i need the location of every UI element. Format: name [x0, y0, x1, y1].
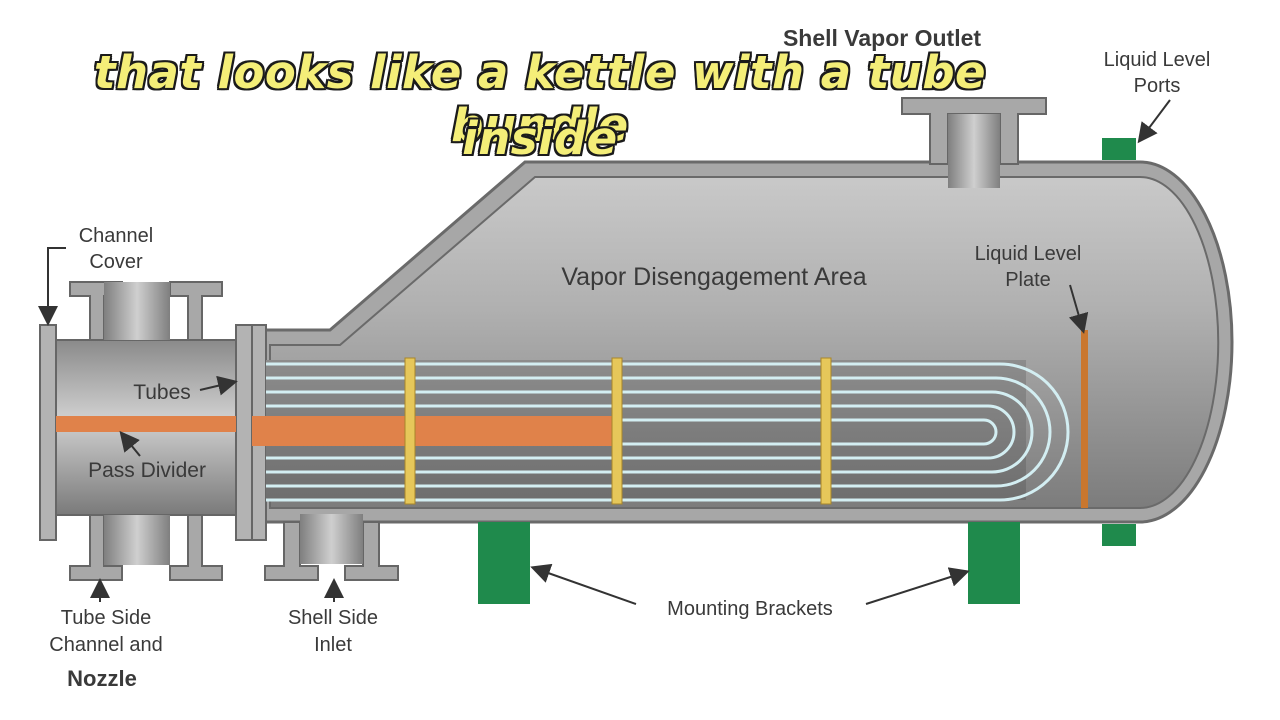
tube-side-label-2: Channel and [49, 634, 162, 656]
pass-divider-label: Pass Divider [88, 459, 206, 482]
channel-cover-arrow [38, 247, 66, 326]
tubes-arrow [199, 375, 238, 396]
tube-side-label-3: Nozzle [67, 666, 137, 691]
baffle-3 [820, 357, 832, 505]
liquid-level-port-top [1102, 138, 1136, 160]
liquid-level-plate-label-2: Plate [1005, 269, 1051, 291]
liquid-level-plate-arrow [1068, 284, 1089, 334]
baffle-2 [611, 357, 623, 505]
subtitle-line-1: that looks like a kettle with a tube bun… [93, 46, 987, 152]
channel-cover-label-1: Channel [79, 225, 154, 247]
leader-arrows [38, 99, 1171, 605]
mounting-bracket-left [478, 522, 530, 604]
channel-cover-flange [39, 324, 57, 541]
liquid-level-ports-label-1: Liquid Level [1104, 49, 1211, 71]
liquid-level-plate-label-1: Liquid Level [975, 243, 1082, 265]
shell-side-inlet-label-2: Inlet [314, 634, 352, 656]
baffle-1 [404, 357, 416, 505]
shell-vapor-outlet-label: Shell Vapor Outlet [783, 25, 981, 51]
channel-cover-label-2: Cover [89, 251, 143, 273]
pass-divider-bundle [252, 416, 616, 446]
shell-side-inlet-nozzle [264, 514, 399, 581]
tubesheet-flange-left [235, 324, 253, 541]
subtitle-line-2: inside [462, 112, 618, 165]
liquid-level-port-bottom [1102, 524, 1136, 546]
mounting-bracket-left-arrow [530, 563, 637, 605]
liquid-level-ports-label-2: Ports [1134, 75, 1181, 97]
shell-vapor-outlet-nozzle [901, 97, 1047, 188]
pass-divider-channel [56, 416, 236, 432]
liquid-level-plate [1081, 330, 1088, 508]
mounting-brackets-label: Mounting Brackets [667, 598, 833, 620]
mounting-bracket-right-arrow [865, 567, 970, 605]
shell-side-inlet-label-1: Shell Side [288, 607, 378, 629]
mounting-bracket-right [968, 522, 1020, 604]
tube-side-label-1: Tube Side [61, 607, 151, 629]
pass-divider-arrow [119, 430, 141, 457]
liquid-level-ports-arrow [1137, 99, 1171, 144]
tubes-label: Tubes [133, 381, 191, 404]
vapor-area-label: Vapor Disengagement Area [561, 263, 866, 291]
